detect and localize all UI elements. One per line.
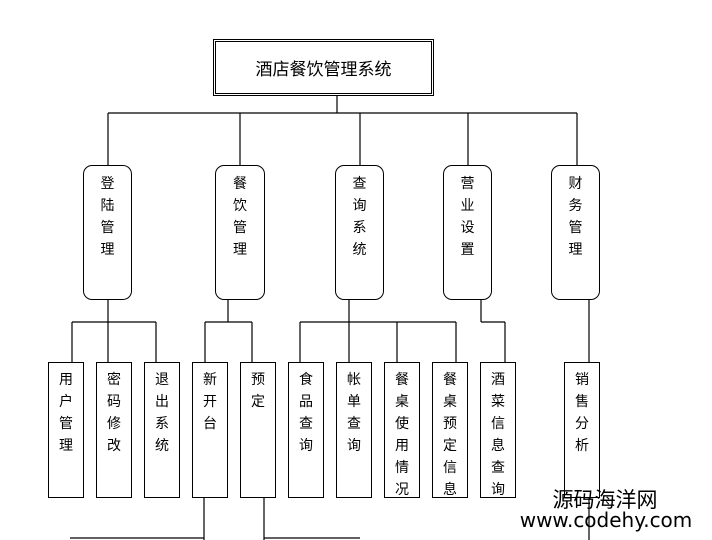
submodule-label: 新 开 台 (203, 372, 217, 432)
module-label: 财 务 管 理 (568, 176, 583, 258)
submodule-label: 餐 桌 预 定 信 息 (443, 372, 457, 498)
submodule-table-usage: 餐 桌 使 用 情 况 (384, 362, 420, 498)
submodule-sales-analysis: 销 售 分 析 (564, 362, 600, 498)
module-finance-management: 财 务 管 理 (551, 165, 600, 300)
system-title: 酒店餐饮管理系统 (255, 60, 392, 80)
module-catering-management: 餐 饮 管 理 (215, 165, 265, 300)
watermark-url: www.codehy.com (519, 508, 693, 532)
submodule-label: 预 定 (251, 372, 265, 410)
submodule-food-query: 食 品 查 询 (288, 362, 324, 498)
submodule-exit-system: 退 出 系 统 (144, 362, 180, 498)
submodule-user-management: 用 户 管 理 (48, 362, 84, 498)
module-login-management: 登 陆 管 理 (83, 165, 132, 300)
system-title-box: 酒店餐饮管理系统 (213, 39, 434, 96)
submodule-password-change: 密 码 修 改 (96, 362, 132, 498)
submodule-open-table: 新 开 台 (192, 362, 228, 498)
submodule-label: 帐 单 查 询 (347, 372, 361, 454)
submodule-bill-query: 帐 单 查 询 (336, 362, 372, 498)
module-business-settings: 营 业 设 置 (443, 165, 492, 300)
submodule-label: 销 售 分 析 (575, 372, 589, 454)
module-query-system: 查 询 系 统 (335, 165, 384, 300)
module-label: 营 业 设 置 (460, 176, 475, 258)
submodule-label: 用 户 管 理 (59, 372, 73, 454)
module-label: 登 陆 管 理 (100, 176, 115, 258)
submodule-reservation: 预 定 (240, 362, 276, 498)
submodule-label: 密 码 修 改 (107, 372, 121, 454)
submodule-dish-info-query: 酒 菜 信 息 查 询 (480, 362, 516, 498)
submodule-label: 酒 菜 信 息 查 询 (491, 372, 505, 498)
watermark-title: 源码海洋网 (552, 488, 658, 512)
submodule-label: 退 出 系 统 (155, 372, 169, 454)
submodule-label: 食 品 查 询 (299, 372, 313, 454)
submodule-label: 餐 桌 使 用 情 况 (395, 372, 409, 498)
module-label: 查 询 系 统 (352, 176, 367, 258)
submodule-table-reservation-info: 餐 桌 预 定 信 息 (432, 362, 468, 498)
module-label: 餐 饮 管 理 (233, 176, 247, 258)
